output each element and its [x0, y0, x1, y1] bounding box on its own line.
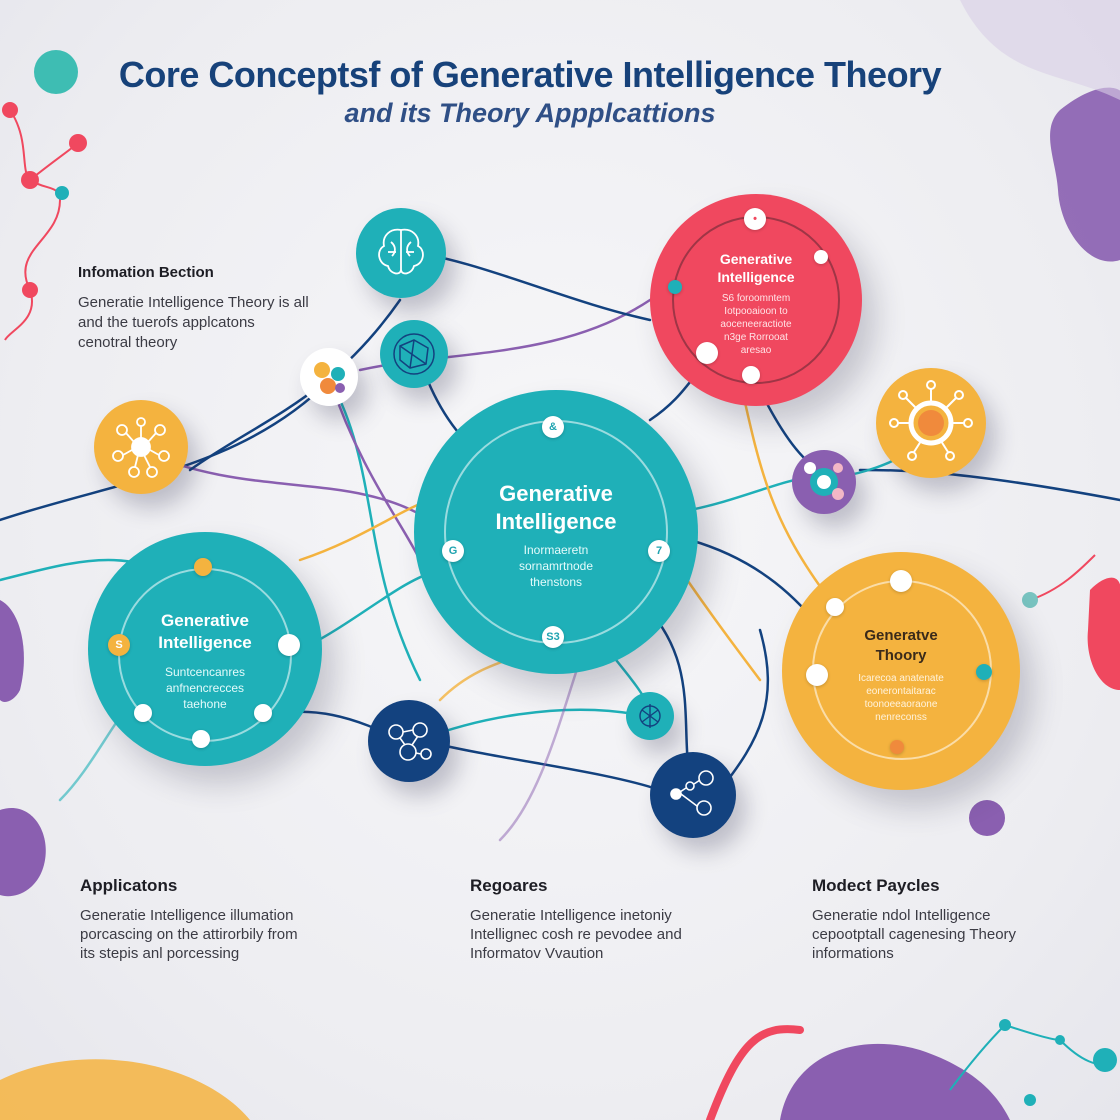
concept-circle-top-right: • Generative Intelligence S6 foroomntem …: [650, 194, 862, 406]
page-subtitle: and its Theory Appplcattions: [344, 98, 716, 128]
marker-dot: [826, 598, 844, 616]
panel-line: informations: [812, 945, 894, 962]
marker-dot: [976, 664, 992, 680]
marker-dot: [194, 558, 212, 576]
marker-dot: [806, 664, 828, 686]
molecule-icon: [300, 348, 358, 406]
info-section-line: cenotral theory: [78, 334, 178, 351]
concept-circle-central: & G 7 S3 Generative Intelligence Inormae…: [414, 390, 698, 674]
circle-body-line: Icarecoa anatenate: [858, 673, 944, 684]
circle-body-line: nenreconss: [875, 712, 927, 723]
panel-line: Generatie Intelligence illumation: [80, 907, 294, 924]
circle-body-line: n3ge Rorrooat: [724, 332, 788, 343]
circle-body-line: thenstons: [529, 575, 583, 589]
circle-body-line: S6 foroomntem: [721, 293, 791, 304]
panel-line: cepootptall cagenesing Theory: [812, 926, 1017, 943]
marker-dot: [814, 250, 828, 264]
marker-dot: [668, 280, 682, 294]
circle-heading: Generatve: [864, 627, 938, 644]
circle-body-line: anfnencrecces: [165, 681, 245, 695]
panel-line: Generatie Intelligence inetoniy: [470, 907, 672, 924]
panel-model-cycles: Modect Paycles Generatie ndol Intelligen…: [812, 876, 1092, 963]
atom-icon: [876, 368, 986, 478]
circle-body-line: Suntcencanres: [164, 665, 246, 679]
panel-title: Regoares: [470, 876, 548, 895]
marker-dot: [742, 366, 760, 384]
panel-title: Applicatons: [80, 876, 178, 895]
panel-line: Intellignec cosh re pevodee and: [470, 926, 682, 943]
marker-dot: [696, 342, 718, 364]
marker-dot: G: [442, 540, 464, 562]
info-section-line: Generatie Intelligence Theory is all: [78, 294, 309, 311]
molecule-icon: [368, 700, 450, 782]
circle-body-line: aresao: [740, 345, 772, 356]
circle-heading: Intelligence: [495, 509, 617, 534]
panel-line: porcascing on the attirorbily from: [80, 926, 298, 943]
panel-line: Generatie ndol Intelligence: [812, 907, 991, 924]
circle-body-line: Iotpooaioon to: [724, 306, 788, 317]
panel-applications: Applicatons Generatie Intelligence illum…: [80, 876, 380, 963]
circle-heading: Generative: [499, 481, 613, 506]
brain-icon: [356, 208, 446, 298]
circle-heading: Generative: [161, 611, 249, 630]
molecule-icon: [792, 450, 856, 514]
marker-dot: 7: [648, 540, 670, 562]
network-icon: [94, 400, 188, 494]
info-section-title: Infomation Bection: [78, 264, 214, 281]
circle-heading: Generative: [719, 251, 793, 267]
concept-circle-left: S Generative Intelligence Suntcencanres …: [88, 532, 322, 766]
marker-dot: [890, 740, 904, 754]
circle-body-line: sornamrtnode: [518, 559, 594, 573]
panel-resources: Regoares Generatie Intelligence inetoniy…: [470, 876, 760, 963]
circle-body-line: eonerontaitarac: [866, 686, 936, 697]
panel-line: its stepis anl porcessing: [80, 945, 240, 962]
info-section: Infomation Bection Generatie Intelligenc…: [78, 264, 378, 353]
circle-body-line: taehone: [183, 697, 227, 711]
marker-dot: [254, 704, 272, 722]
panel-title: Modect Paycles: [812, 876, 940, 895]
info-section-line: and the tuerofs applcatons: [78, 314, 255, 331]
marker-dot: [192, 730, 210, 748]
circle-heading: Thoory: [875, 647, 927, 664]
circle-body-line: aoceneeractiote: [720, 319, 792, 330]
network-icon: [380, 320, 448, 388]
circle-body-line: Inormaeretn: [523, 543, 589, 557]
marker-dot: S: [108, 634, 130, 656]
circle-body-line: toonoeeaoraone: [864, 699, 938, 710]
marker-dot: &: [542, 416, 564, 438]
network-icon: [626, 692, 674, 740]
marker-dot: [278, 634, 300, 656]
circle-heading: Intelligence: [717, 269, 795, 285]
circle-heading: Intelligence: [158, 633, 252, 652]
concept-circle-right: Generatve Thoory Icarecoa anatenate eone…: [782, 552, 1020, 790]
marker-dot: [890, 570, 912, 592]
panel-line: Informatov Vvaution: [470, 945, 604, 962]
marker-dot: [134, 704, 152, 722]
molecule-icon: [650, 752, 736, 838]
marker-dot: •: [744, 208, 766, 230]
page-title: Core Conceptsf of Generative Intelligenc…: [118, 54, 942, 95]
marker-dot: S3: [542, 626, 564, 648]
